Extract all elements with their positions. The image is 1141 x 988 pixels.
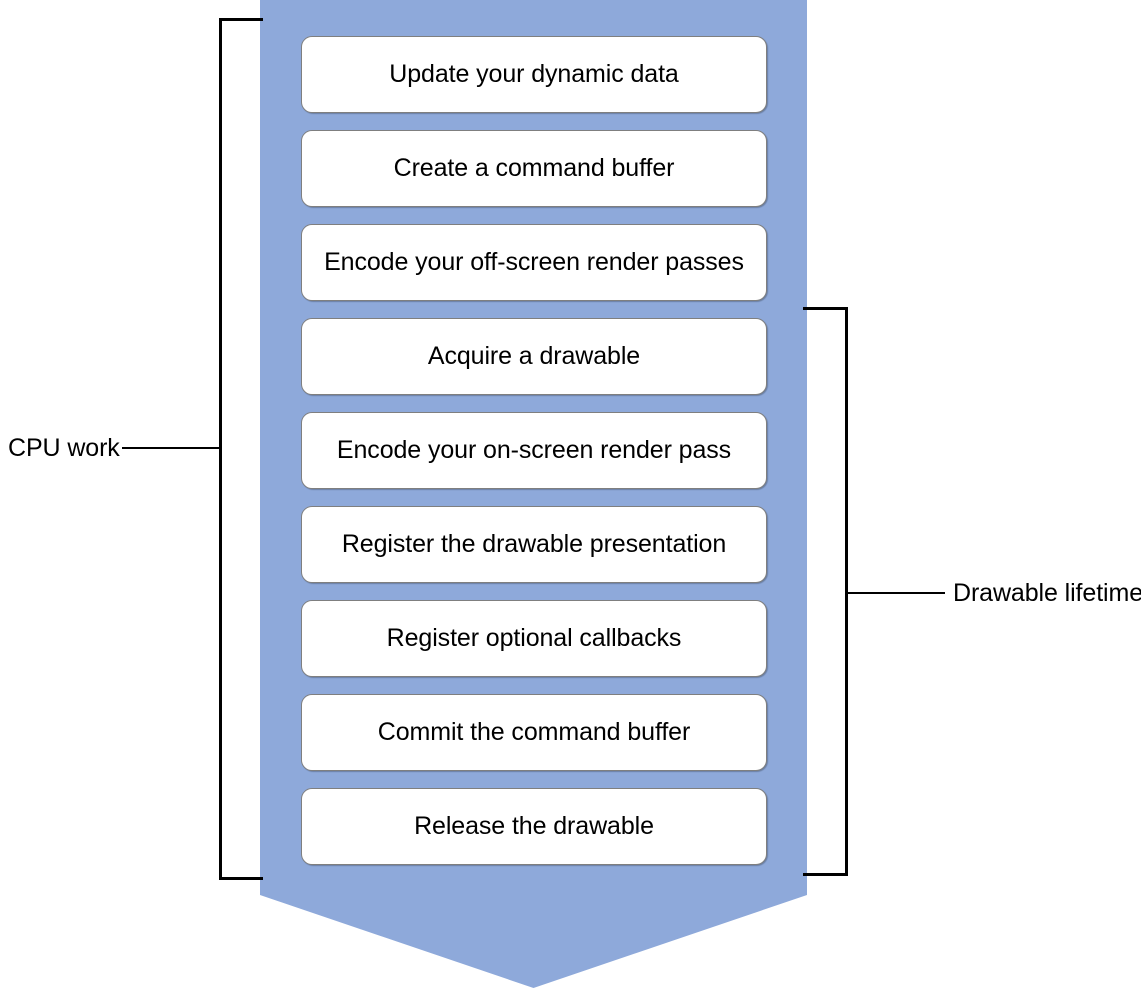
step-register-drawable-presentation[interactable]: Register the drawable presentation	[301, 506, 767, 583]
drawable-lifetime-label: Drawable lifetime	[953, 579, 1141, 607]
cpu-work-label: CPU work	[8, 434, 120, 462]
cpu-work-bracket-spine	[219, 18, 222, 880]
step-update-dynamic-data[interactable]: Update your dynamic data	[301, 36, 767, 113]
render-loop-step-list: Update your dynamic data Create a comman…	[301, 36, 767, 882]
cpu-work-bracket-bottom-arm	[219, 877, 263, 880]
cpu-work-bracket	[0, 0, 300, 988]
step-label: Acquire a drawable	[427, 341, 641, 370]
step-acquire-drawable[interactable]: Acquire a drawable	[301, 318, 767, 395]
step-label: Create a command buffer	[393, 153, 675, 182]
step-encode-offscreen-render-passes[interactable]: Encode your off-screen render passes	[301, 224, 767, 301]
step-label: Release the drawable	[414, 811, 654, 840]
drawable-lifetime-bracket-top-arm	[803, 307, 848, 310]
step-label: Update your dynamic data	[389, 59, 679, 88]
step-label: Commit the command buffer	[377, 717, 691, 746]
step-create-command-buffer[interactable]: Create a command buffer	[301, 130, 767, 207]
cpu-work-leader-line	[122, 447, 220, 449]
step-encode-onscreen-render-pass[interactable]: Encode your on-screen render pass	[301, 412, 767, 489]
step-register-optional-callbacks[interactable]: Register optional callbacks	[301, 600, 767, 677]
step-commit-command-buffer[interactable]: Commit the command buffer	[301, 694, 767, 771]
drawable-lifetime-bracket-bottom-arm	[803, 873, 848, 876]
drawable-lifetime-bracket-spine	[845, 307, 848, 876]
step-label: Encode your on-screen render pass	[336, 435, 732, 464]
step-label: Encode your off-screen render passes	[324, 247, 744, 276]
step-label: Register the drawable presentation	[341, 529, 727, 558]
cpu-work-bracket-top-arm	[219, 18, 263, 21]
step-label: Register optional callbacks	[386, 623, 682, 652]
drawable-lifetime-leader-line	[847, 592, 945, 594]
step-release-drawable[interactable]: Release the drawable	[301, 788, 767, 865]
